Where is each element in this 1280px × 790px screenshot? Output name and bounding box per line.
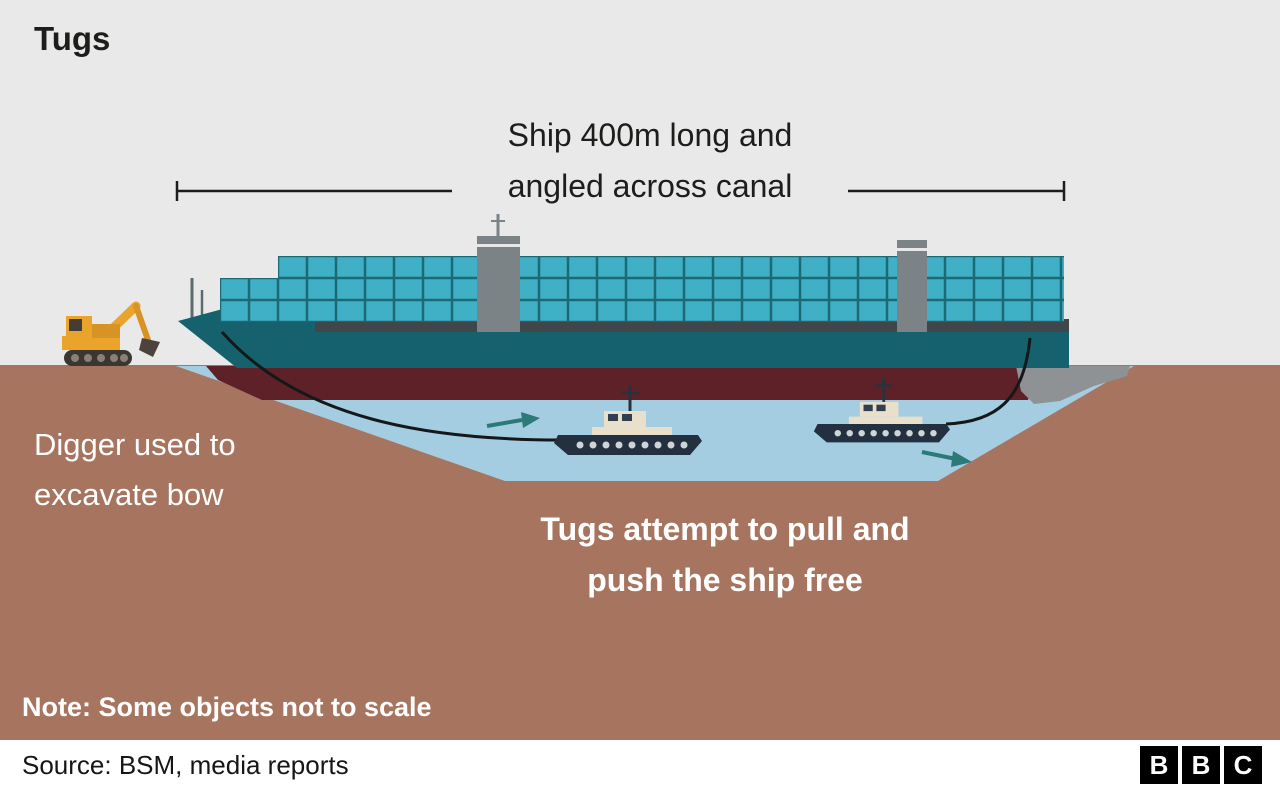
bbc-logo: B B C	[1140, 746, 1262, 784]
scale-note: Note: Some objects not to scale	[22, 692, 432, 722]
cargo-ship	[178, 214, 1069, 368]
tugs-label-line1: Tugs attempt to pull and	[540, 511, 910, 547]
container-stack-main	[278, 256, 1064, 322]
ship-length-label-line2: angled across canal	[507, 168, 793, 204]
ship-length-label-line1: Ship 400m long and	[507, 117, 793, 153]
source-credit: Source: BSM, media reports	[22, 749, 349, 780]
bridge-tower-fore	[477, 214, 520, 332]
stern-rubble	[1016, 366, 1130, 404]
pull-arrow-icon	[486, 412, 540, 428]
tugs-label: Tugs attempt to pull and push the ship f…	[460, 504, 990, 606]
towline-bow	[220, 331, 563, 442]
tugboat-1	[554, 385, 702, 455]
container-stack-bow	[220, 278, 278, 322]
towline-stern	[945, 337, 1032, 426]
ship-underhull	[206, 366, 1042, 400]
measurement-bracket	[175, 181, 1066, 201]
digger-label: Digger used to excavate bow	[34, 420, 354, 520]
digger-label-line2: excavate bow	[34, 477, 224, 512]
tugboat-2	[813, 378, 950, 443]
bbc-logo-block-b2: B	[1182, 746, 1220, 784]
bbc-logo-block-b1: B	[1140, 746, 1178, 784]
page-title: Tugs	[34, 20, 111, 57]
push-arrow-icon	[921, 450, 972, 467]
ship-length-label: Ship 400m long and angled across canal	[400, 110, 900, 212]
bbc-logo-block-c: C	[1224, 746, 1262, 784]
digger-label-line1: Digger used to	[34, 427, 236, 462]
ship-hull	[178, 303, 1069, 368]
bridge-tower-aft	[897, 240, 927, 332]
footer-bar: Source: BSM, media reports B B C	[0, 740, 1280, 790]
digger-icon	[62, 301, 160, 366]
tugs-label-line2: push the ship free	[587, 562, 863, 598]
